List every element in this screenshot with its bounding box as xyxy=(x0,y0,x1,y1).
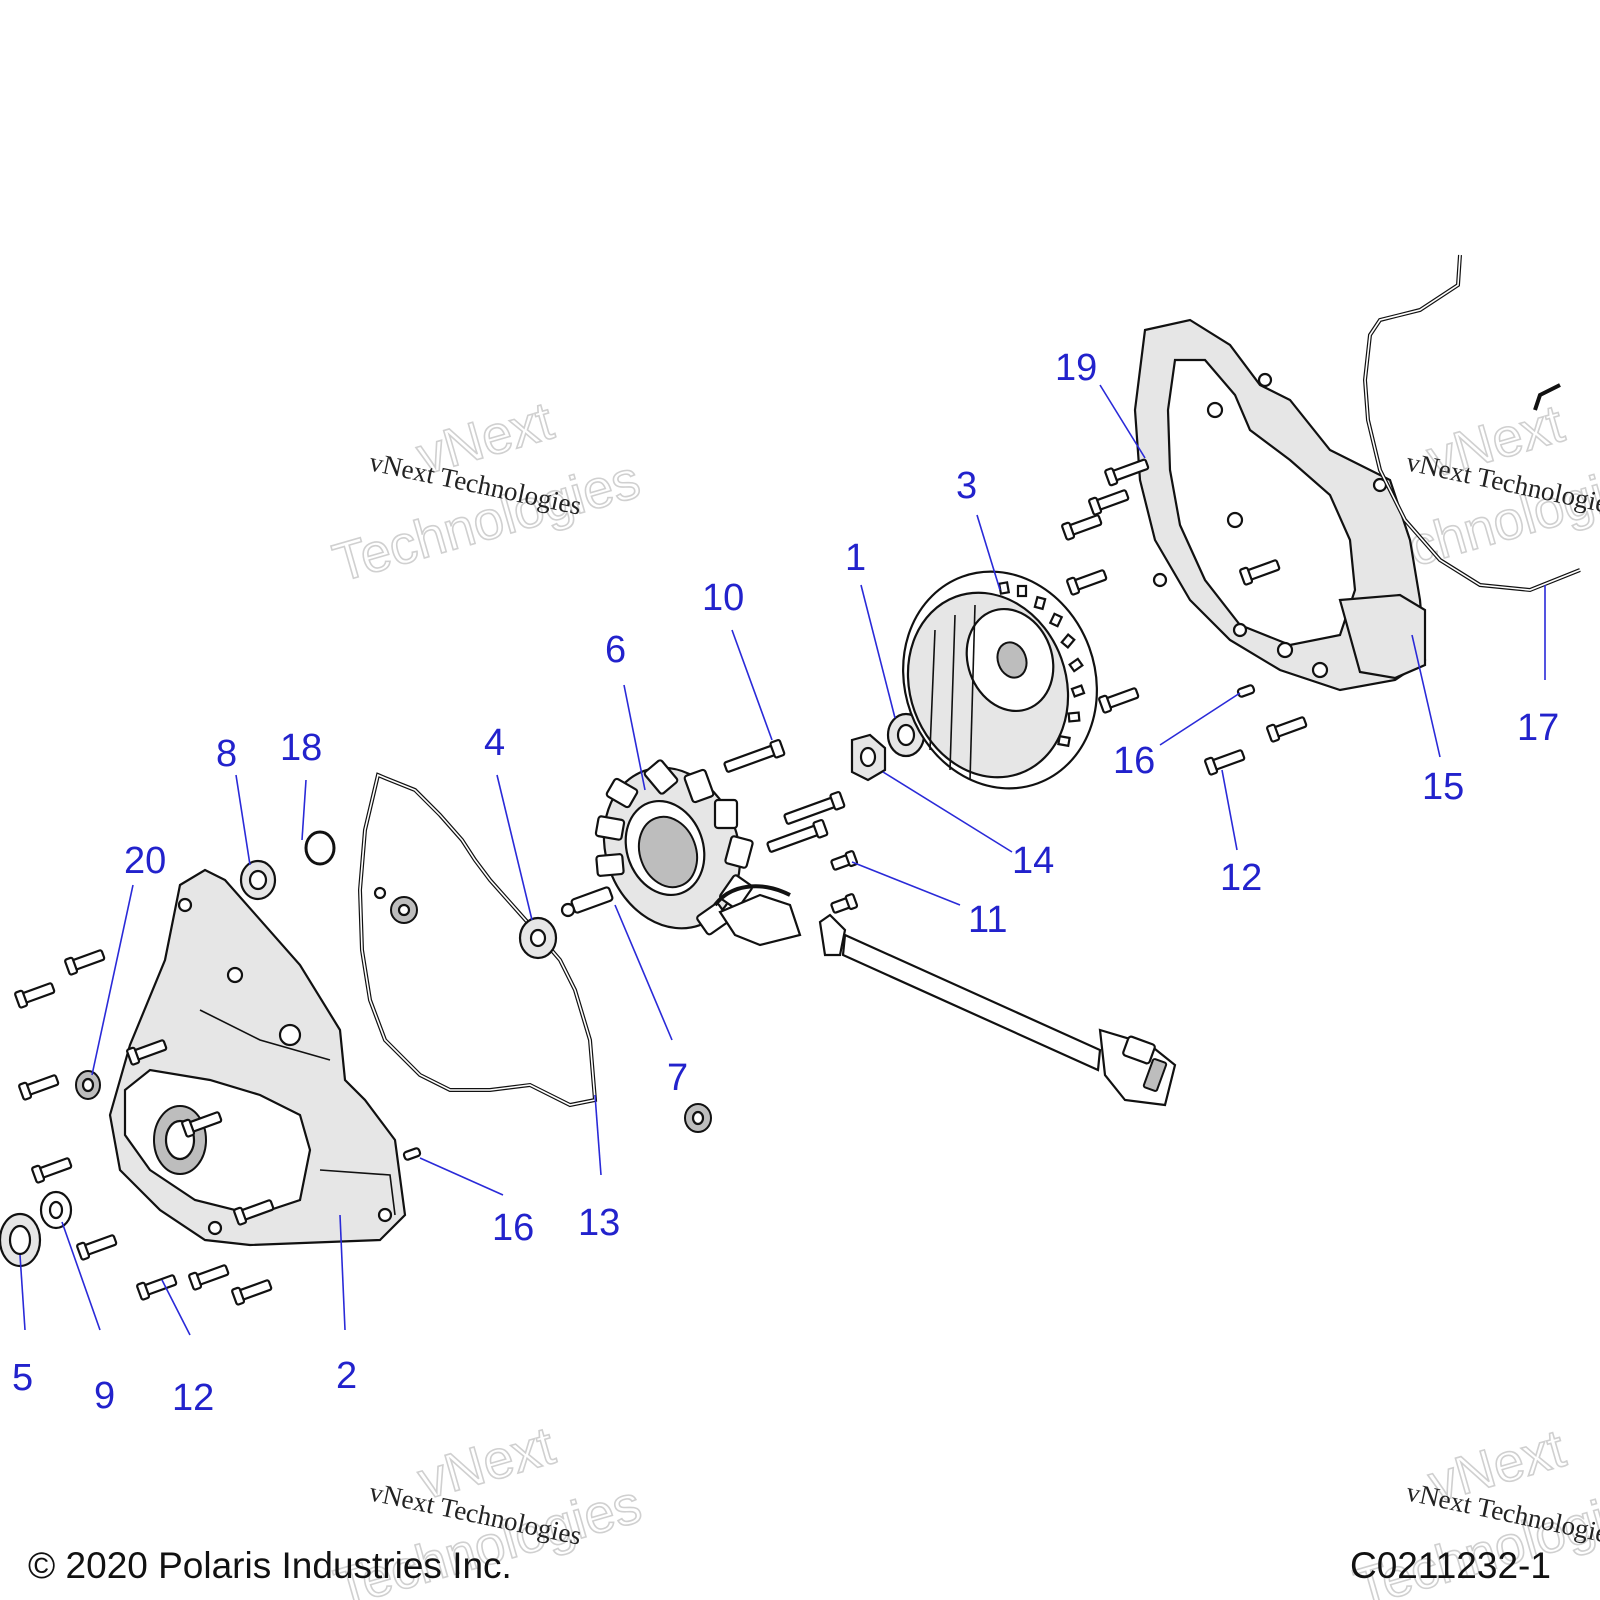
gasket-part-17 xyxy=(1362,254,1581,593)
grommet-lower xyxy=(684,1103,712,1133)
callout-20: 20 xyxy=(124,840,166,882)
dowel-pin-part-16-left xyxy=(402,1147,422,1161)
nut-part-14 xyxy=(850,733,887,782)
callout-17: 17 xyxy=(1517,707,1559,749)
figure-id: C0211232-1 xyxy=(1350,1545,1551,1586)
callout-19: 19 xyxy=(1055,347,1097,389)
callout-labels: 1 2 3 4 5 6 7 8 9 10 11 12 12 13 14 15 1… xyxy=(12,347,1559,1419)
callout-8: 8 xyxy=(216,733,237,775)
bolt-group-cover-left xyxy=(14,949,275,1306)
stator-part-6 xyxy=(560,759,1177,1107)
gasket-part-13 xyxy=(357,772,598,1108)
callout-3: 3 xyxy=(956,465,977,507)
grommet-part-20 xyxy=(75,1070,101,1100)
grommet-part-13-inner xyxy=(390,896,418,924)
callout-5: 5 xyxy=(12,1357,33,1399)
flywheel-teeth xyxy=(997,581,1086,748)
callout-2: 2 xyxy=(336,1355,357,1397)
copyright-text: © 2020 Polaris Industries Inc. xyxy=(28,1545,512,1586)
callout-6: 6 xyxy=(605,629,626,671)
leader-lines xyxy=(19,384,1546,1336)
callout-10: 10 xyxy=(702,577,744,619)
callout-14: 14 xyxy=(1012,840,1054,882)
callout-1: 1 xyxy=(845,537,866,579)
callout-15: 15 xyxy=(1422,766,1464,808)
seal-part-5 xyxy=(0,1212,42,1268)
callout-18: 18 xyxy=(280,727,322,769)
washer-part-4 xyxy=(518,916,558,960)
bolt-group-stator xyxy=(723,739,859,914)
inner-case-part-15 xyxy=(1133,318,1427,692)
bolt-group-case-right xyxy=(1061,458,1308,776)
callout-12-left: 12 xyxy=(172,1377,214,1419)
callout-4: 4 xyxy=(484,722,505,764)
callout-11: 11 xyxy=(968,899,1007,941)
callout-9: 9 xyxy=(94,1375,115,1417)
bearing-part-8 xyxy=(239,859,277,901)
outer-cover-part-2 xyxy=(108,868,407,1247)
flywheel-part-3 xyxy=(902,570,1098,790)
callout-13: 13 xyxy=(578,1202,620,1244)
callout-7: 7 xyxy=(667,1057,688,1099)
washer-part-9 xyxy=(39,1190,73,1230)
callout-16-left: 16 xyxy=(492,1207,534,1249)
callout-12-right: 12 xyxy=(1220,857,1262,899)
snap-ring-part-18 xyxy=(304,830,336,866)
callout-16-right: 16 xyxy=(1113,740,1155,782)
stator-teeth xyxy=(594,759,754,936)
dowel-pin-part-16-right xyxy=(1236,684,1256,698)
